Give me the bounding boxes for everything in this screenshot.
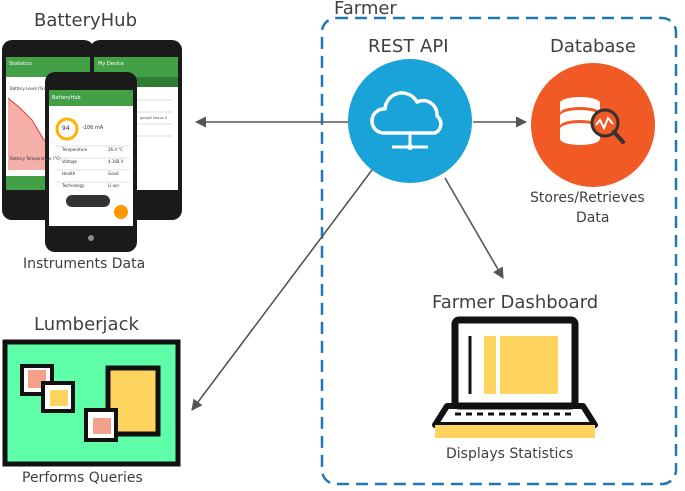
phone-row-value: 26.4 °C — [108, 147, 123, 152]
laptop-icon — [432, 316, 598, 438]
dashboard-label: Farmer Dashboard — [432, 292, 599, 313]
phone-row-value: Li-ion — [108, 183, 119, 188]
phone-row-label: Technology — [62, 183, 85, 188]
batteryhub-caption: Instruments Data — [23, 256, 146, 272]
arrow-api-to-dashboard — [444, 177, 504, 279]
phone-row-label: Temperature — [62, 147, 88, 152]
database-search-icon — [531, 63, 655, 187]
lumberjack-windows-icon — [2, 339, 181, 467]
phone-row-label: Health — [62, 171, 76, 176]
database-caption-line2: Data — [576, 210, 610, 226]
database-label: Database — [550, 36, 636, 57]
farmer-title: Farmer — [334, 0, 397, 19]
batteryhub-label: BatteryHub — [34, 10, 137, 31]
database-caption-line1: Stores/Retrieves — [530, 190, 645, 206]
rest-api-label: REST API — [368, 36, 449, 57]
dashboard-caption: Displays Statistics — [446, 446, 574, 462]
phone-front-title: BatteryHub — [52, 95, 81, 101]
phone-front-current: -106 mA — [82, 125, 104, 131]
phone-front-battery-level: 94 — [62, 125, 70, 132]
phone-left-title: Statistics — [9, 61, 32, 67]
phone-left-chart2-title: Battery Temperature (°C) — [10, 156, 61, 161]
lumberjack-label: Lumberjack — [34, 314, 139, 335]
phone-row-value: Good — [108, 171, 119, 176]
phone-row-label: Voltage — [62, 159, 78, 164]
lumberjack-caption: Performs Queries — [22, 470, 143, 486]
arrow-api-to-lumberjack — [191, 169, 373, 411]
android-phones-icon — [2, 40, 182, 252]
phone-left-chart1-title: Battery Level (%) — [10, 86, 45, 91]
farmer-boundary — [320, 16, 678, 486]
phone-right-title: My Device — [98, 61, 124, 67]
cloud-network-icon — [348, 59, 472, 183]
phone-right-detail: google Nexus 5 — [140, 116, 168, 120]
phone-row-value: 4.168 V — [108, 159, 124, 164]
